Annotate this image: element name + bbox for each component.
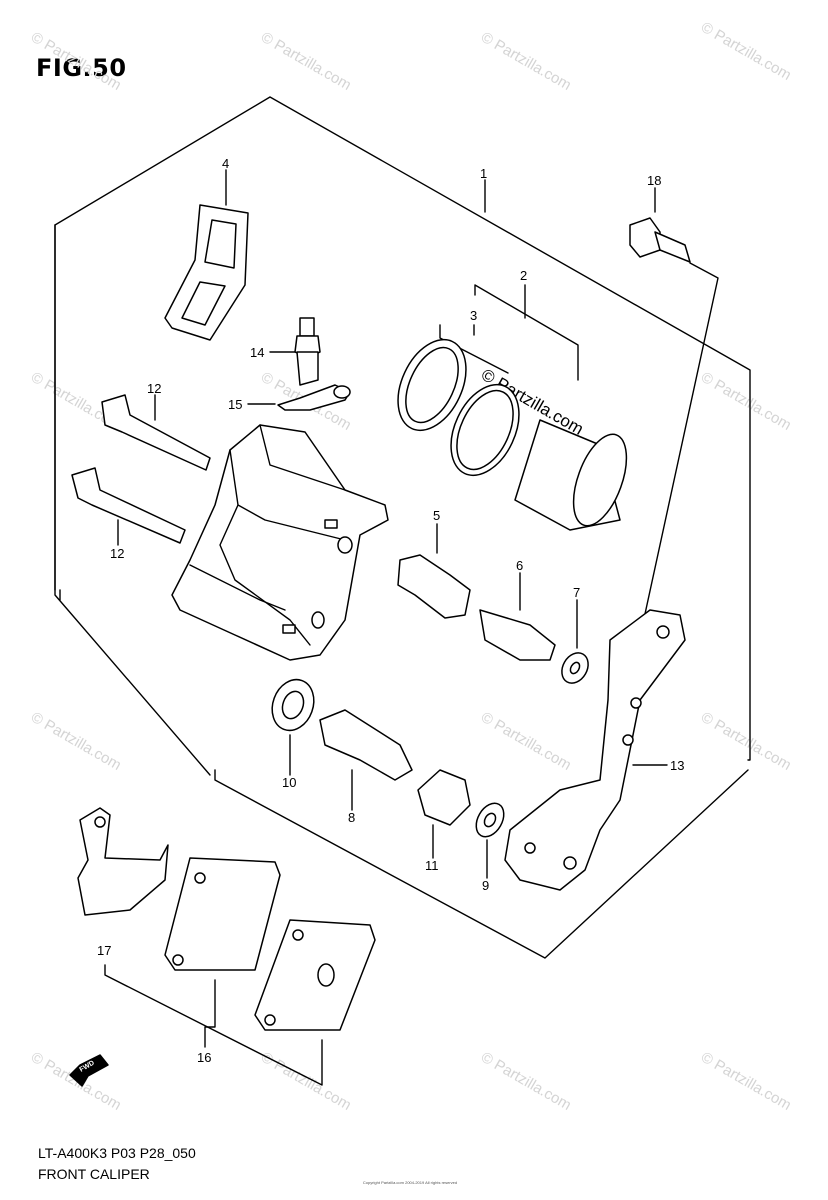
part-brake-pads: [164, 857, 376, 1031]
assembly-outline: [54, 96, 751, 959]
callout-7: 7: [573, 585, 580, 600]
part-pad-spring: [164, 204, 249, 341]
leader-lines: [104, 169, 719, 1086]
watermark: © Partzilla.com: [28, 709, 124, 774]
callout-8: 8: [348, 810, 355, 825]
part-slide-pins: [71, 394, 211, 544]
callout-10: 10: [282, 775, 296, 790]
callout-11: 11: [425, 858, 439, 873]
callout-9: 9: [482, 878, 489, 893]
assembly-outline-left: [54, 224, 211, 776]
watermark: © Partzilla.com: [478, 709, 574, 774]
fwd-arrow-icon: [69, 1054, 109, 1087]
figure-title: FIG.50: [36, 54, 127, 82]
watermark: © Partzilla.com: [258, 1049, 354, 1114]
callout-17: 17: [97, 943, 111, 958]
part-piston-seals: [397, 338, 628, 531]
part-caliper-body: [171, 424, 389, 661]
callout-12-bottom: 12: [110, 546, 124, 561]
callouts: 1 2 3 4 5 6 7 8 9 10 11 12 12 13 14 15 1…: [97, 156, 684, 1065]
fwd-badge: FWD: [69, 1054, 109, 1087]
watermark: © Partzilla.com: [478, 29, 574, 94]
part-shim: [77, 807, 169, 916]
callout-5: 5: [433, 508, 440, 523]
watermark: © Partzilla.com: [698, 1049, 794, 1114]
part-bleeder: [294, 317, 321, 386]
watermark: © Partzilla.com: [258, 29, 354, 94]
watermark: © Partzilla.com: [28, 29, 124, 94]
part-bolt: [629, 217, 691, 263]
callout-4: 4: [222, 156, 229, 171]
watermark: © Partzilla.com: [698, 19, 794, 84]
callout-16: 16: [197, 1050, 211, 1065]
callout-3: 3: [470, 308, 477, 323]
watermark: © Partzilla.com: [698, 369, 794, 434]
part-sleeve-set: [397, 554, 589, 684]
watermark: © Partzilla.com: [478, 1049, 574, 1114]
callout-15: 15: [228, 397, 242, 412]
callout-6: 6: [516, 558, 523, 573]
callout-2: 2: [520, 268, 527, 283]
callout-13: 13: [670, 758, 684, 773]
callout-12-top: 12: [147, 381, 161, 396]
callout-18: 18: [647, 173, 661, 188]
figure-name: FRONT CALIPER: [38, 1166, 150, 1182]
callout-1: 1: [480, 166, 487, 181]
part-bleeder-cap: [277, 384, 351, 411]
part-boot-set: [271, 678, 505, 838]
copyright-notice: Copyright Partzilla.com 2004-2019 All ri…: [362, 1180, 458, 1185]
part-bracket: [504, 609, 686, 891]
model-code: LT-A400K3 P03 P28_050: [38, 1145, 196, 1161]
watermark: © Partzilla.com: [698, 709, 794, 774]
callout-14: 14: [250, 345, 264, 360]
